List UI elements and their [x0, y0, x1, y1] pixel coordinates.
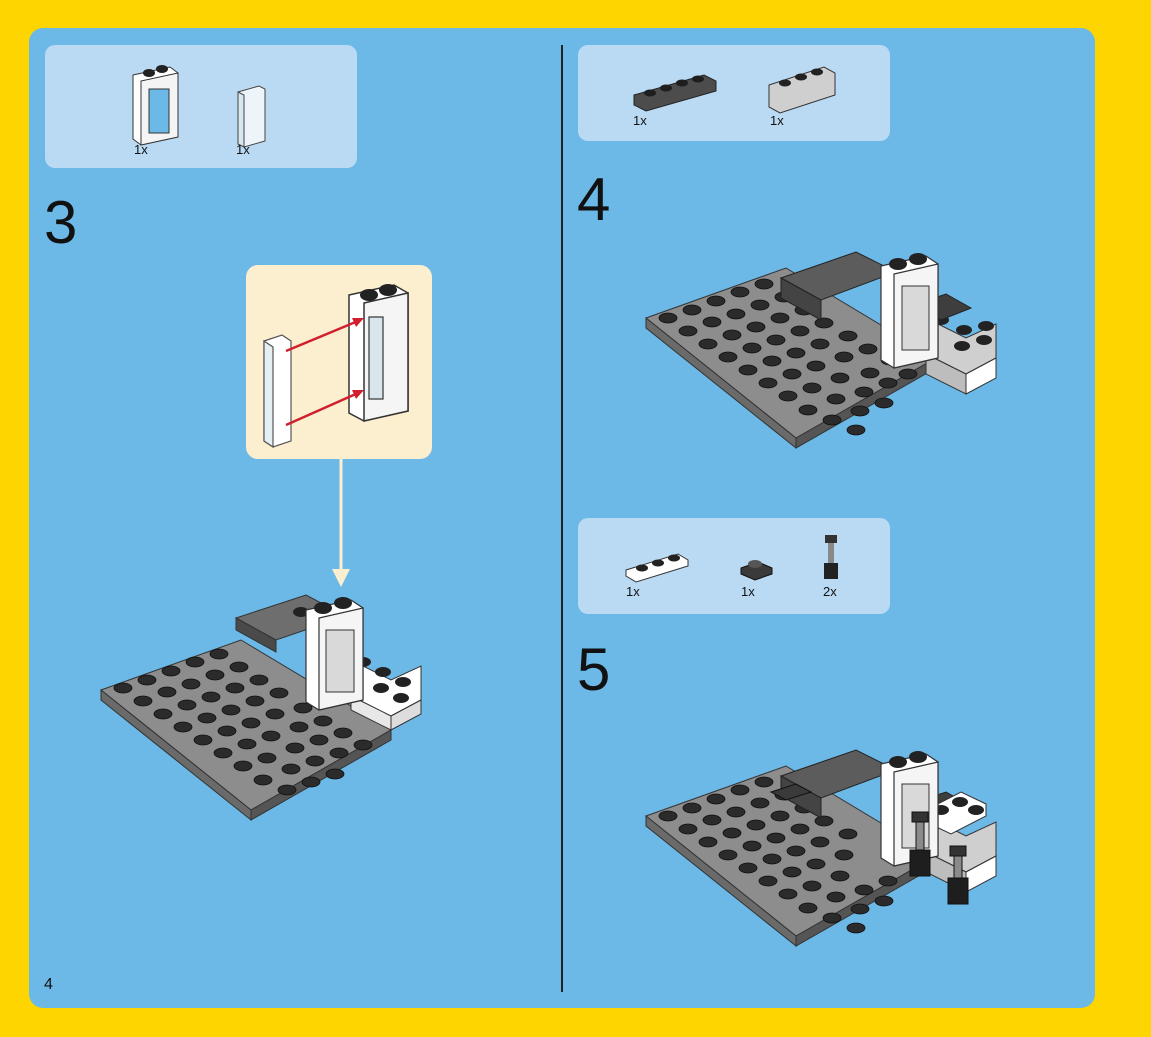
- step-number-4: 4: [577, 170, 610, 230]
- part-qty-door-frame: 1x: [134, 142, 148, 157]
- page-number: 4: [44, 976, 53, 994]
- assembly-arrow: [331, 459, 351, 589]
- part-door-frame-image: [45, 45, 357, 168]
- part-qty-dark-brick: 1x: [633, 113, 647, 128]
- parts-panel-step-5: 1x 1x 2x: [578, 518, 890, 614]
- part-qty-dark-tile: 1x: [741, 584, 755, 599]
- step-5-model-image: [646, 706, 1016, 956]
- callout-assembly-image: [246, 265, 432, 459]
- parts-panel-step-3: 1x 1x: [45, 45, 357, 168]
- instruction-page: 1x 1x 3: [29, 28, 1095, 1008]
- parts-panel-step-4: 1x 1x: [578, 45, 890, 141]
- step-number-3: 3: [44, 193, 77, 253]
- part-qty-white-plate: 1x: [626, 584, 640, 599]
- part-qty-gray-brick: 1x: [770, 113, 784, 128]
- sub-assembly-callout: [246, 265, 432, 459]
- part-qty-pane: 1x: [236, 142, 250, 157]
- column-divider: [561, 45, 563, 992]
- step-number-5: 5: [577, 640, 610, 700]
- step-4-model-image: [646, 208, 1016, 458]
- part-plate-tile-bar-image: [578, 518, 890, 614]
- part-qty-bar: 2x: [823, 584, 837, 599]
- part-bricks-image: [578, 45, 890, 141]
- step-3-model-image: [101, 580, 481, 840]
